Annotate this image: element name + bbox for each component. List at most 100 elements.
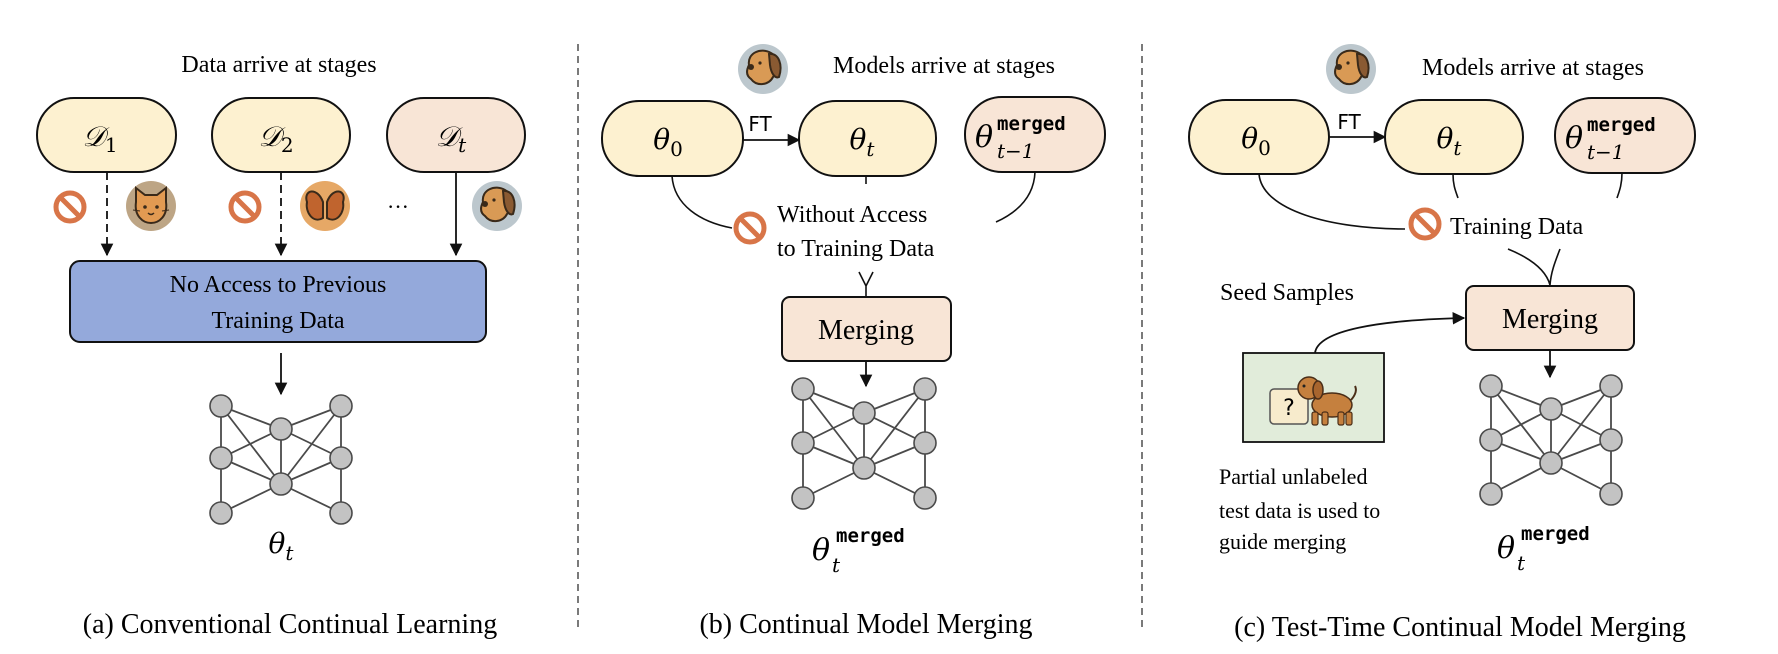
cat-icon: [125, 180, 177, 232]
no-access-icon: [56, 193, 84, 221]
connector-prev-merged: [995, 171, 1036, 223]
pill-theta-t: θt: [798, 100, 937, 177]
network-node: [791, 486, 815, 510]
note-line1: Without Access: [777, 202, 927, 228]
network-a: [209, 394, 353, 525]
connector-theta0: [671, 175, 733, 229]
dataset-t-sub: t: [458, 133, 467, 157]
seed-samples-image: ?: [1242, 352, 1385, 443]
dog-icon: [471, 180, 523, 232]
connector-theta0: [1258, 173, 1406, 230]
theta-symbol: θ: [1437, 122, 1454, 155]
theta-sub: t: [832, 553, 841, 577]
dataset-pill-1: 𝒟1: [36, 97, 177, 173]
no-access-icon: [1411, 210, 1439, 238]
seed-samples-label: Seed Samples: [1220, 280, 1354, 306]
merged-output-label: θ merged t: [1497, 523, 1590, 575]
question-mark: ?: [1283, 396, 1295, 421]
network-node: [913, 486, 937, 510]
network-node: [1479, 428, 1503, 452]
connector-theta-t: [1452, 173, 1459, 199]
network-node: [1479, 482, 1503, 506]
dataset-pill-t: 𝒟t: [386, 97, 526, 173]
network-node: [1539, 451, 1563, 475]
dataset-1-sub: 1: [105, 133, 118, 157]
merging-box: Merging: [1465, 285, 1635, 351]
butterfly-icon: [299, 180, 351, 232]
no-access-line2: Training Data: [211, 308, 344, 334]
network-node: [1599, 374, 1623, 398]
theta-sub: t: [1517, 551, 1526, 575]
note: Training Data: [1450, 214, 1583, 240]
theta-sub: t−1: [997, 139, 1035, 163]
connector-prev-merged: [1616, 172, 1623, 199]
theta-sub: t: [1453, 136, 1462, 160]
network-node: [269, 472, 293, 496]
network-node: [269, 417, 293, 441]
dataset-pill-2: 𝒟2: [211, 97, 351, 173]
panel-c: Models arrive at stages θ0 FT θt θ merge…: [1188, 43, 1696, 643]
merged-output-label: θ merged t: [812, 525, 905, 577]
svg-text:𝒟1: 𝒟1: [82, 120, 117, 157]
output-sub: t: [285, 541, 294, 565]
network-node: [329, 446, 353, 470]
network-node: [791, 377, 815, 401]
network-node: [852, 456, 876, 480]
svg-text:θ0: θ0: [653, 123, 683, 161]
network-node: [913, 431, 937, 455]
network-node: [209, 446, 233, 470]
network-node: [1599, 482, 1623, 506]
caption-b: (b) Continual Model Merging: [699, 609, 1032, 640]
network-node: [329, 501, 353, 525]
note-line2: to Training Data: [777, 236, 935, 262]
panel-b-title: Models arrive at stages: [833, 53, 1055, 79]
merging-box: Merging: [781, 296, 952, 362]
network-node: [1599, 428, 1623, 452]
network-node: [852, 401, 876, 425]
network-edge: [280, 405, 342, 485]
merge-fan: [858, 271, 874, 296]
theta-sub: 0: [1258, 136, 1271, 160]
theta-symbol: θ: [1497, 531, 1515, 566]
pill-theta0: θ0: [601, 100, 744, 177]
ellipsis: ···: [387, 194, 409, 219]
merging-label: Merging: [1502, 304, 1598, 335]
dataset-2-sub: 2: [281, 133, 294, 157]
desc-line1: Partial unlabeled: [1219, 464, 1367, 489]
seed-to-merging-arrow: [1314, 311, 1466, 354]
ft-label: FT: [1337, 110, 1361, 134]
no-access-icon: [231, 193, 259, 221]
pill-theta-prev-merged: θ merged t−1: [1554, 97, 1696, 174]
panel-c-title: Models arrive at stages: [1422, 55, 1644, 81]
theta-sub: 0: [670, 137, 683, 161]
network-node: [209, 394, 233, 418]
svg-text:θt: θt: [850, 123, 876, 161]
merging-label: Merging: [818, 315, 914, 346]
theta-sub: t−1: [1587, 140, 1625, 164]
pill-theta-prev-merged: θ merged t−1: [964, 96, 1106, 173]
dog-icon: [737, 43, 789, 95]
theta-symbol: θ: [975, 120, 993, 155]
network-node: [791, 431, 815, 455]
theta-symbol: θ: [653, 123, 670, 156]
pill-theta0: θ0: [1188, 99, 1330, 175]
caption-a: (a) Conventional Continual Learning: [83, 609, 497, 640]
theta-sup: merged: [1587, 114, 1656, 136]
caption-c: (c) Test-Time Continual Model Merging: [1234, 612, 1686, 643]
svg-text:θt: θt: [1437, 122, 1463, 160]
no-access-line1: No Access to Previous: [170, 272, 387, 298]
panel-a: Data arrive at stages 𝒟1 𝒟2 𝒟t ··· No: [36, 52, 526, 640]
network-node: [209, 501, 233, 525]
network-node: [329, 394, 353, 418]
dog-icon: [1325, 43, 1377, 95]
theta-symbol: θ: [1565, 121, 1583, 156]
svg-text:θ0: θ0: [1241, 122, 1271, 160]
network-node: [1479, 374, 1503, 398]
network-edge: [220, 405, 282, 485]
network-b: [791, 377, 937, 510]
theta-sup: merged: [836, 525, 905, 547]
puppy-icon: [1297, 376, 1357, 426]
desc-line2: test data is used to: [1219, 498, 1380, 523]
pill-theta-t: θt: [1384, 99, 1524, 175]
